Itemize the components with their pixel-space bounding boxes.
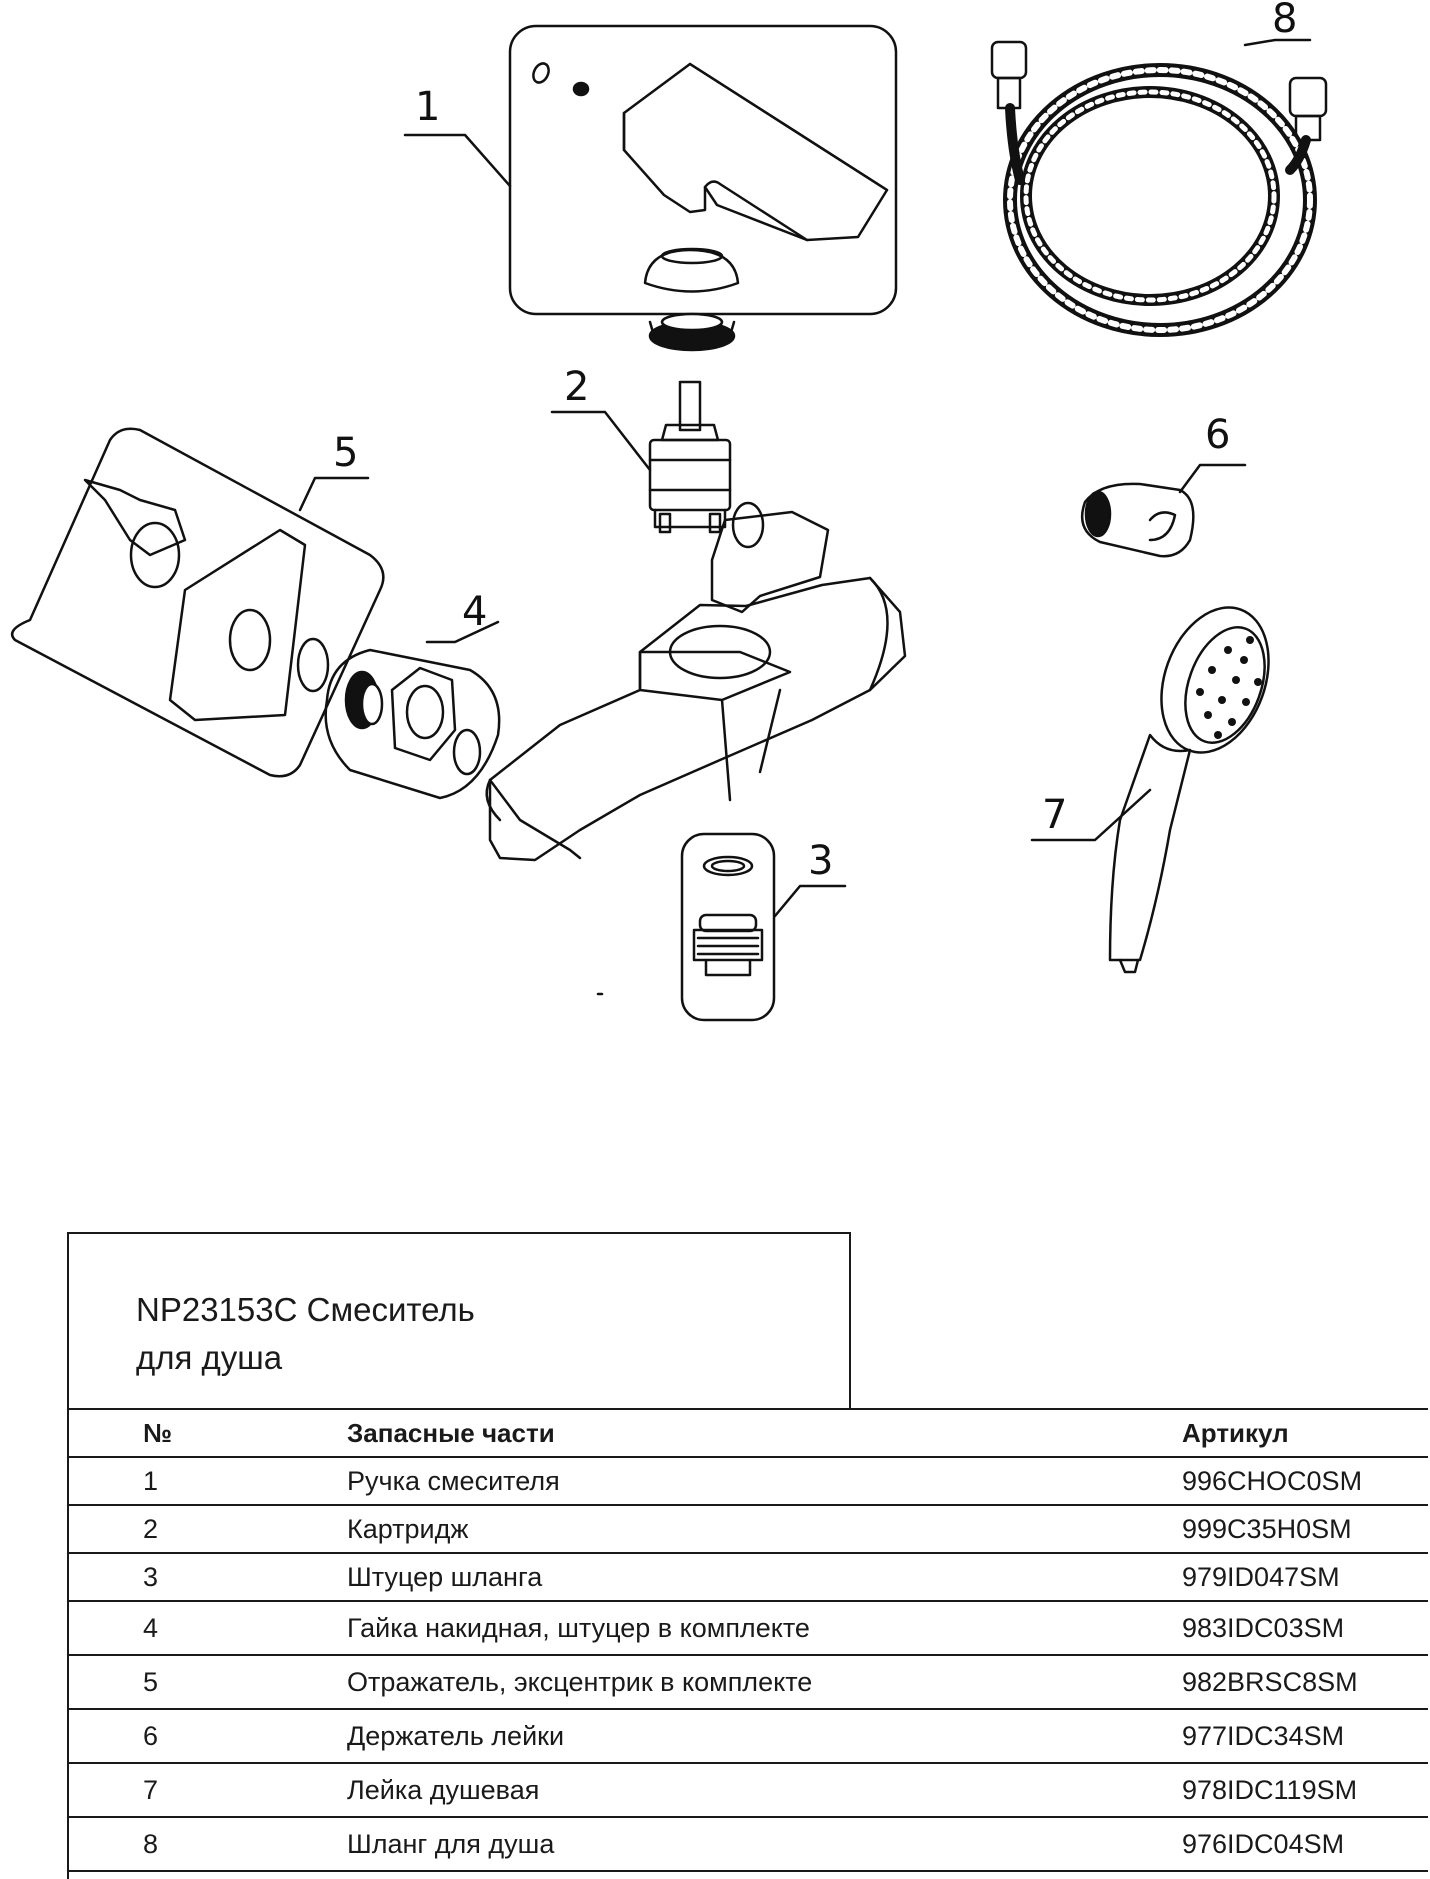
row-number: 1 (67, 1456, 277, 1506)
document-title: NP23153C Смеситель для душа (136, 1286, 475, 1382)
spare-parts-table: № Запасные части Артикул 1 Ручка смесите… (67, 1408, 1428, 1872)
part-8-hose (990, 38, 1328, 337)
callout-2: 2 (564, 364, 589, 410)
row-part-name: Отражатель, эксцентрик в комплекте (277, 1654, 1116, 1710)
table-row: 2 Картридж 999C35H0SM (67, 1504, 1428, 1554)
row-article: 979ID047SM (1116, 1552, 1428, 1602)
callout-6: 6 (1205, 412, 1230, 458)
row-article: 977IDC34SM (1116, 1708, 1428, 1764)
row-number: 8 (67, 1816, 277, 1872)
row-part-name: Держатель лейки (277, 1708, 1116, 1764)
row-number: 6 (67, 1708, 277, 1764)
row-article: 999C35H0SM (1116, 1504, 1428, 1554)
table-row: 4 Гайка накидная, штуцер в комплекте 983… (67, 1600, 1428, 1656)
part-3-hose-fitting (680, 832, 847, 1022)
part-5-reflector-eccentric (10, 427, 385, 778)
callout-7: 7 (1042, 792, 1067, 838)
part-1-handle (403, 24, 898, 352)
row-article: 982BRSC8SM (1116, 1654, 1428, 1710)
row-part-name: Ручка смесителя (277, 1456, 1116, 1506)
row-part-name: Картридж (277, 1504, 1116, 1554)
header-parts: Запасные части (277, 1408, 1116, 1458)
table-row: 1 Ручка смесителя 996CHOC0SM (67, 1456, 1428, 1506)
header-article: Артикул (1116, 1408, 1428, 1458)
table-row: 7 Лейка душевая 978IDC119SM (67, 1762, 1428, 1818)
table-row: 3 Штуцер шланга 979ID047SM (67, 1552, 1428, 1602)
row-number: 4 (67, 1600, 277, 1656)
part-6-handset-holder (1080, 463, 1247, 558)
row-number: 3 (67, 1552, 277, 1602)
callout-3: 3 (808, 838, 833, 884)
part-7-shower-head (1030, 606, 1270, 974)
title-box: NP23153C Смеситель для душа (67, 1232, 851, 1408)
callout-4: 4 (462, 589, 487, 635)
title-line-2: для душа (136, 1339, 283, 1376)
table-row: 6 Держатель лейки 977IDC34SM (67, 1708, 1428, 1764)
row-part-name: Лейка душевая (277, 1762, 1116, 1818)
row-part-name: Гайка накидная, штуцер в комплекте (277, 1600, 1116, 1656)
callout-8: 8 (1272, 0, 1297, 42)
row-article: 996CHOC0SM (1116, 1456, 1428, 1506)
callout-5: 5 (333, 430, 358, 476)
part-2-cartridge (550, 380, 732, 534)
callout-1: 1 (415, 84, 440, 130)
exploded-parts-drawing: 1 2 3 (10, 0, 1328, 1022)
row-part-name: Шланг для душа (277, 1816, 1116, 1872)
row-number: 7 (67, 1762, 277, 1818)
table-row: 5 Отражатель, эксцентрик в комплекте 982… (67, 1654, 1428, 1710)
row-number: 5 (67, 1654, 277, 1710)
row-part-name: Штуцер шланга (277, 1552, 1116, 1602)
row-article: 983IDC03SM (1116, 1600, 1428, 1656)
part-4-nut-fitting (324, 620, 501, 800)
row-article: 976IDC04SM (1116, 1816, 1428, 1872)
table-row: 8 Шланг для душа 976IDC04SM (67, 1816, 1428, 1872)
header-number: № (67, 1408, 277, 1458)
title-line-1: NP23153C Смеситель (136, 1291, 475, 1328)
mixer-body (485, 501, 907, 862)
row-number: 2 (67, 1504, 277, 1554)
row-article: 978IDC119SM (1116, 1762, 1428, 1818)
table-header-row: № Запасные части Артикул (67, 1408, 1428, 1458)
